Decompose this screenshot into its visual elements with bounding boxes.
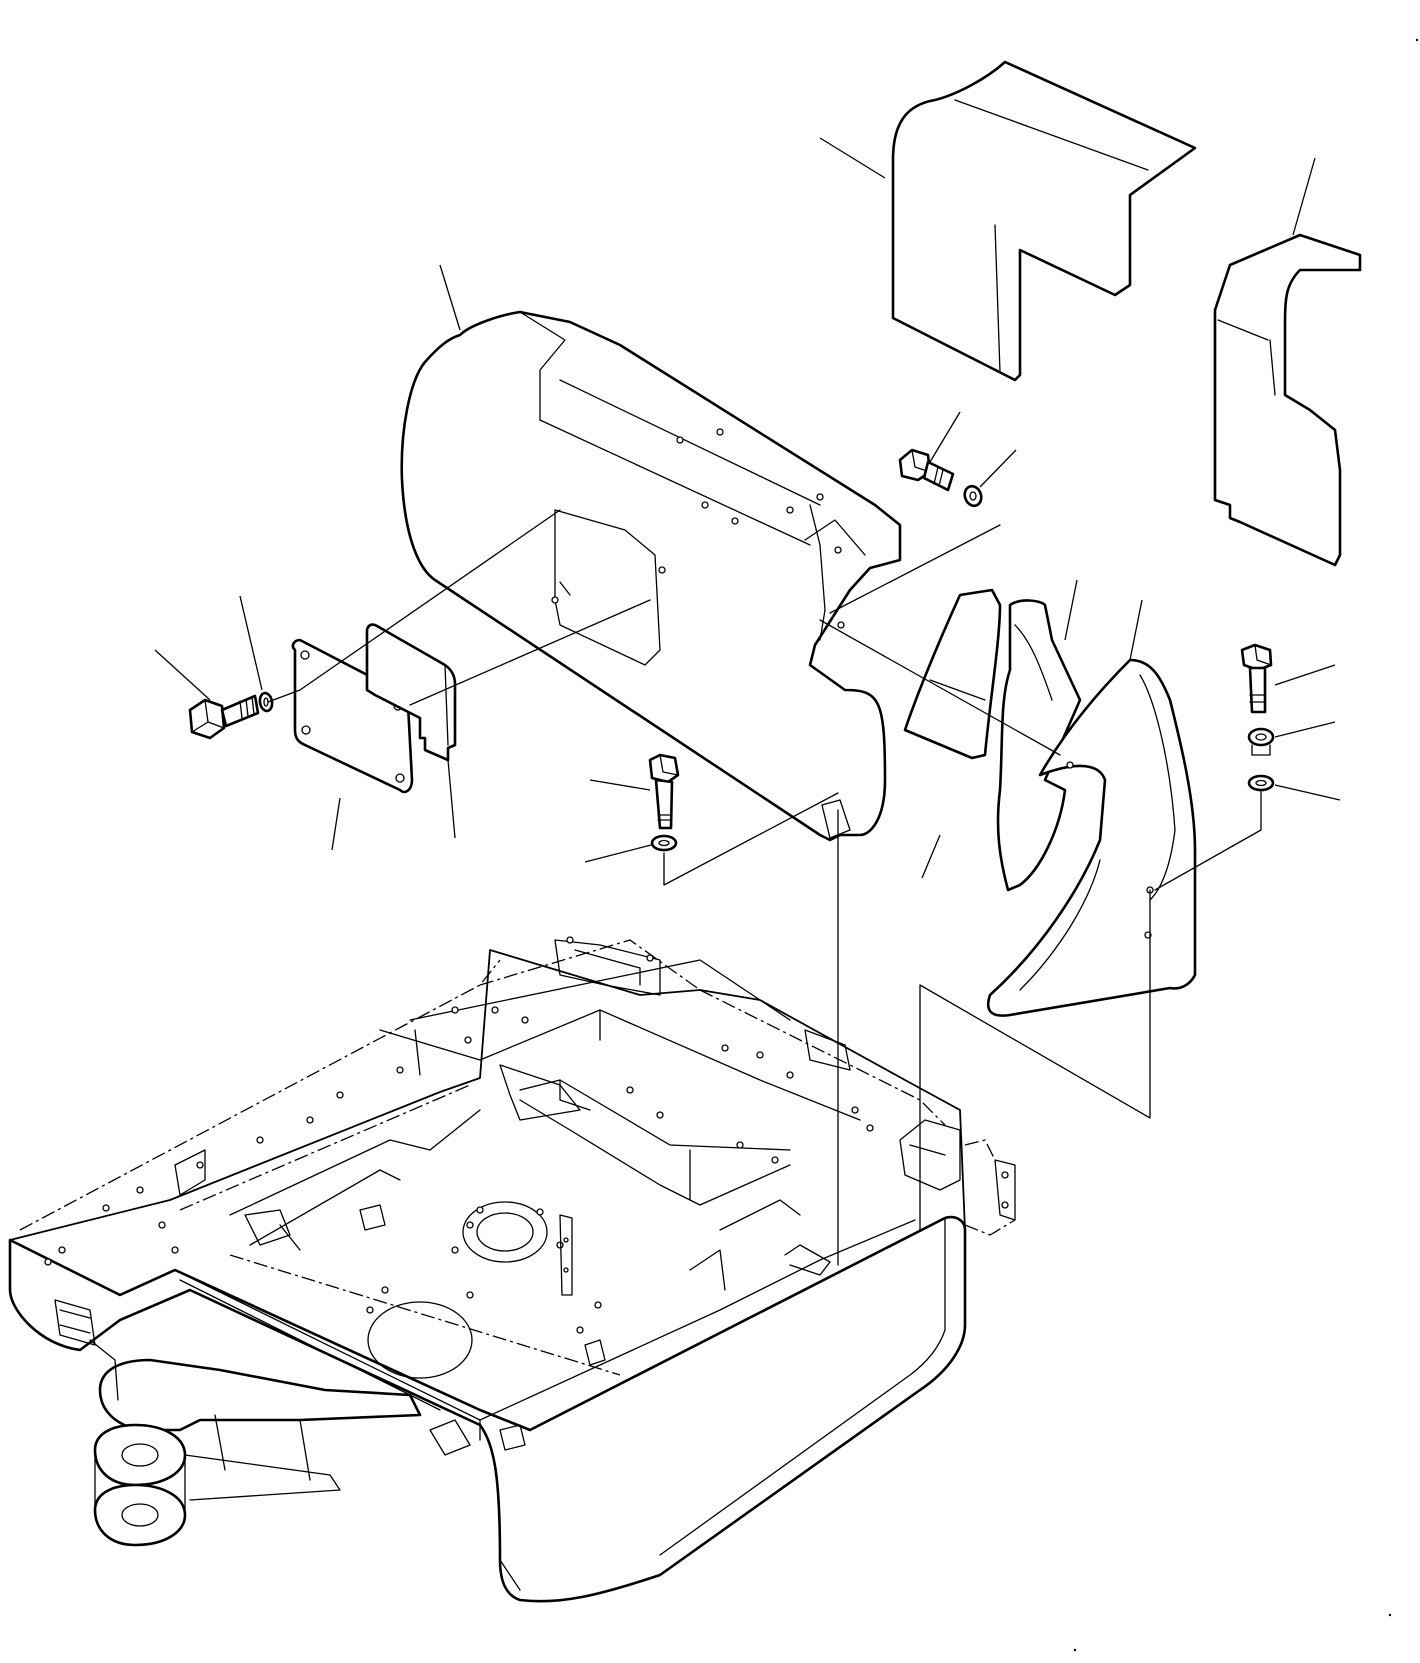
page-mark <box>1073 1648 1077 1652</box>
assembly-lines <box>267 509 1262 1266</box>
engine-hood-cover <box>400 310 902 842</box>
bolt-center <box>648 753 680 830</box>
gasket <box>365 623 457 762</box>
bolt-right <box>1240 643 1273 714</box>
right-side-cover <box>1213 233 1362 567</box>
page-mark <box>1415 38 1419 42</box>
bolt-upper <box>898 448 955 492</box>
revolving-frame <box>8 936 1016 1603</box>
washers <box>258 484 1275 852</box>
side-covers <box>903 588 1197 1017</box>
leader-lines <box>154 137 1341 879</box>
inspection-cover-plate <box>291 638 414 794</box>
hex-bolts <box>188 448 1273 830</box>
top-cover <box>891 60 1197 382</box>
page-mark <box>1388 1613 1392 1617</box>
bolt-left <box>188 694 260 740</box>
